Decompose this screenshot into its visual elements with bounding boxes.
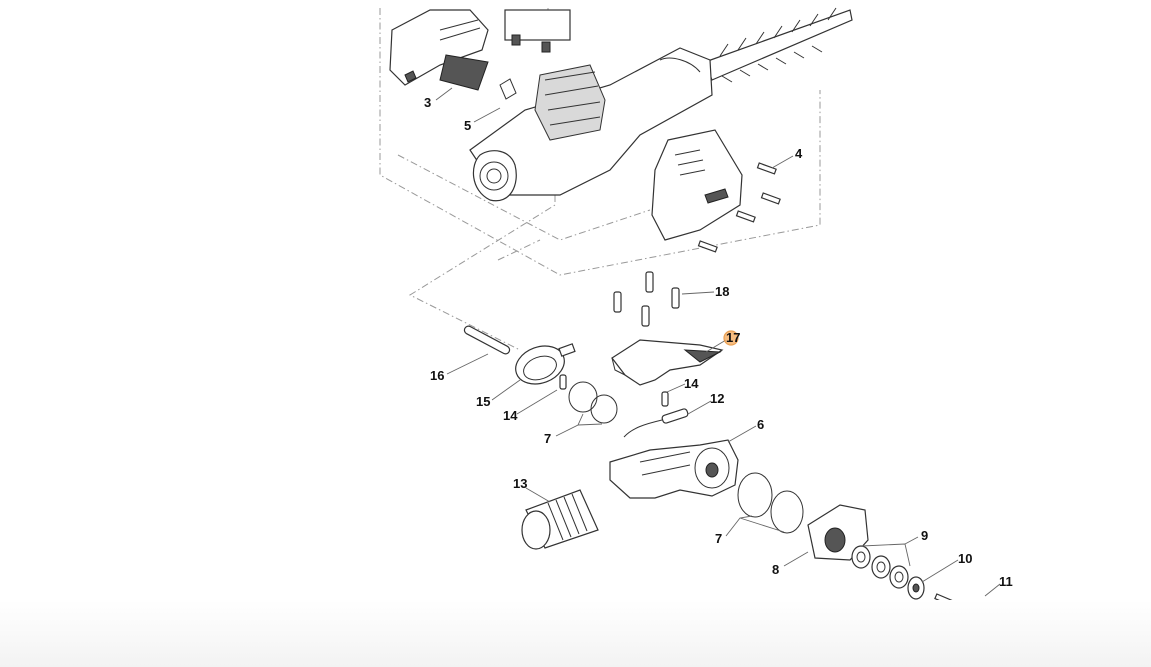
selected-part-marker[interactable] [723, 330, 739, 346]
bellows-13 [521, 489, 599, 550]
callout-14a[interactable]: 14 [684, 376, 699, 391]
callout-7a[interactable]: 7 [544, 431, 551, 446]
side-cover [651, 129, 781, 253]
screw-set-18 [613, 271, 680, 327]
callout-14b[interactable]: 14 [503, 408, 518, 423]
callout-3[interactable]: 3 [424, 95, 431, 110]
callout-15[interactable]: 15 [476, 394, 490, 409]
main-housing [469, 47, 713, 202]
callout-4[interactable]: 4 [795, 146, 803, 161]
leader-lines [435, 87, 1001, 597]
callout-13[interactable]: 13 [513, 476, 527, 491]
screw-set-4 [697, 162, 781, 253]
clamp-cover-17 [611, 339, 724, 386]
washers-9 [851, 545, 909, 589]
page-footer-fade [0, 600, 1151, 667]
callout-5[interactable]: 5 [464, 118, 471, 133]
callout-11[interactable]: 11 [999, 574, 1013, 589]
gear-housing-6 [609, 439, 739, 499]
screw-set-14 [559, 374, 669, 407]
callout-9[interactable]: 9 [921, 528, 928, 543]
callout-10[interactable]: 10 [958, 551, 972, 566]
callout-16[interactable]: 16 [430, 368, 444, 383]
callout-labels: 3 5 4 18 17 16 15 14 14 12 7 6 13 7 9 8 … [424, 95, 1013, 589]
circlip-rings-7-upper [568, 381, 618, 424]
callout-7b[interactable]: 7 [715, 531, 722, 546]
upper-left-cover [389, 9, 571, 100]
circlip-rings-7-lower [737, 472, 804, 534]
washer-10 [907, 576, 925, 600]
hedge-blade [704, 7, 853, 83]
pin-16 [463, 325, 511, 355]
callout-17[interactable]: 17 [726, 330, 740, 345]
bracket-15 [515, 343, 576, 385]
end-cap-8 [807, 504, 869, 561]
callout-6[interactable]: 6 [757, 417, 764, 432]
callout-18[interactable]: 18 [715, 284, 729, 299]
callout-8[interactable]: 8 [772, 562, 779, 577]
callout-12[interactable]: 12 [710, 391, 724, 406]
sensor-12 [623, 408, 689, 438]
